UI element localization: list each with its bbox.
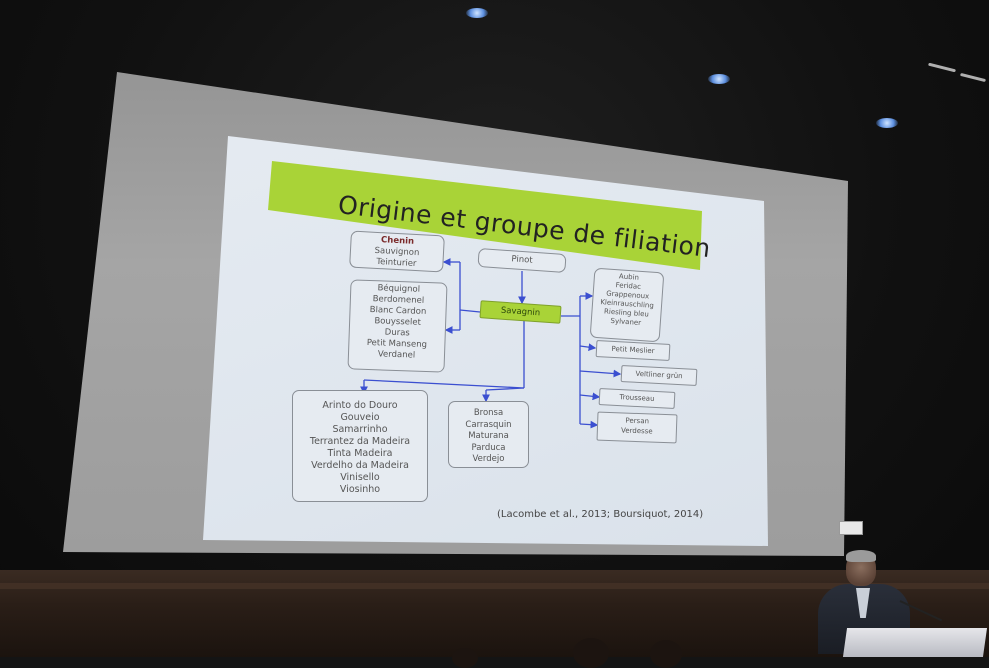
speaker-hair [846, 550, 876, 562]
audience-head [573, 638, 609, 668]
cultivar-box-persan: Persan Verdesse [596, 411, 678, 444]
speaker-shirt [856, 588, 870, 618]
ceiling-spotlight [876, 118, 898, 128]
cultivar-name: Terrantez da Madeira [309, 436, 411, 447]
cultivar-name: Bronsa [473, 408, 504, 418]
cultivar-name: Vinisello [340, 472, 380, 483]
cultivar-name: Carrasquin [465, 419, 512, 430]
cultivar-name: Tinta Madeira [327, 448, 393, 459]
cultivar-name: Gouveio [340, 412, 380, 423]
cultivar-box-bottom-mid: Bronsa Carrasquin Maturana Parduca Verde… [448, 401, 529, 468]
cultivar-box-left: Béquignol Berdomenel Blanc Cardon Bouyss… [347, 279, 448, 373]
cultivar-box-right: Aubin Feridac Grappenoux Kleinrauschling… [589, 267, 665, 343]
cultivar-box-bottom-left: Arinto do Douro Gouveio Samarrinho Terra… [292, 390, 428, 502]
cultivar-name: Samarrinho [332, 424, 388, 435]
stage-edge [0, 583, 989, 589]
cultivar-name: Verdesse [620, 426, 653, 436]
lectern [842, 628, 988, 657]
cultivar-name: Verdanel [377, 349, 416, 361]
ceiling-spotlight [466, 8, 488, 18]
exit-sign [839, 521, 863, 535]
cultivar-name: Verdelho da Madeira [311, 460, 409, 471]
slide-citation: (Lacombe et al., 2013; Boursiquot, 2014) [497, 509, 704, 520]
ceiling-spotlight [708, 74, 730, 84]
cultivar-box-chenin-group: Chenin Sauvignon Teinturier [349, 230, 445, 273]
cultivar-name: Arinto do Douro [322, 400, 398, 411]
audience-head [650, 640, 682, 668]
cultivar-name: Viosinho [339, 484, 381, 495]
audience-head [452, 648, 478, 668]
cultivar-name: Parduca [471, 442, 506, 453]
cultivar-name: Verdejo [472, 454, 505, 464]
cultivar-name: Maturana [468, 431, 509, 441]
